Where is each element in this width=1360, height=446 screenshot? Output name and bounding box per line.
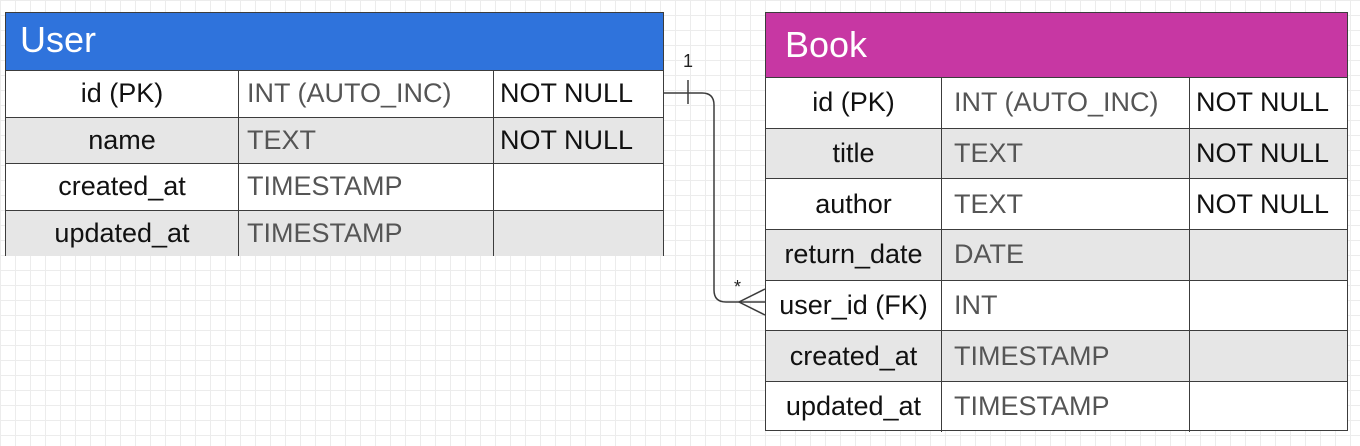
book-field-type: INT [941, 280, 1189, 331]
book-row-created-at[interactable]: created_at TIMESTAMP [766, 330, 1347, 382]
book-field-constraint [1189, 280, 1347, 331]
book-row-id[interactable]: id (PK) INT (AUTO_INC) NOT NULL [766, 77, 1347, 128]
book-field-constraint [1189, 382, 1347, 432]
user-field-type: INT (AUTO_INC) [238, 71, 493, 117]
user-entity-title: User [20, 18, 97, 60]
relationship-line[interactable] [664, 92, 765, 303]
book-field-type: TEXT [941, 179, 1189, 230]
book-field-constraint [1189, 230, 1347, 280]
book-field-type: TIMESTAMP [941, 331, 1189, 382]
book-entity-header: Book [766, 13, 1347, 77]
user-field-name: created_at [58, 171, 186, 202]
user-field-constraint [493, 164, 663, 210]
book-field-name: author [815, 188, 892, 219]
many-crowfoot-icon [737, 288, 766, 316]
user-row-created-at[interactable]: created_at TIMESTAMP [6, 163, 663, 210]
book-field-name: return_date [784, 239, 923, 270]
book-field-constraint: NOT NULL [1189, 78, 1347, 128]
book-row-author[interactable]: author TEXT NOT NULL [766, 178, 1347, 230]
user-field-constraint: NOT NULL [493, 71, 663, 117]
user-entity-header: User [6, 13, 663, 70]
book-entity-title: Book [785, 24, 868, 65]
book-row-updated-at[interactable]: updated_at TIMESTAMP [766, 381, 1347, 432]
book-field-type: DATE [941, 230, 1189, 280]
book-row-title[interactable]: title TEXT NOT NULL [766, 127, 1347, 179]
book-field-name: user_id (FK) [779, 290, 928, 321]
user-field-type: TIMESTAMP [238, 164, 493, 210]
book-field-name: created_at [789, 340, 918, 371]
user-field-name: updated_at [54, 217, 190, 248]
book-field-type: TEXT [941, 128, 1189, 179]
book-field-constraint [1189, 331, 1347, 382]
user-field-name: name [88, 124, 156, 155]
user-row-updated-at[interactable]: updated_at TIMESTAMP [6, 209, 663, 256]
book-field-type: INT (AUTO_INC) [941, 78, 1189, 128]
one-cardinality-label: 1 [683, 51, 693, 71]
book-field-type: TIMESTAMP [941, 382, 1189, 432]
book-field-name: updated_at [785, 391, 922, 422]
many-cardinality-label: * [734, 277, 741, 297]
user-row-name[interactable]: name TEXT NOT NULL [6, 116, 663, 163]
user-field-type: TEXT [238, 117, 493, 163]
user-field-type: TIMESTAMP [238, 210, 493, 256]
book-field-name: id (PK) [812, 87, 895, 118]
book-field-name: title [832, 138, 875, 169]
book-row-return-date[interactable]: return_date DATE [766, 229, 1347, 280]
book-entity-table[interactable]: Book id (PK) INT (AUTO_INC) NOT NULL tit… [765, 12, 1348, 432]
book-row-user-id[interactable]: user_id (FK) INT [766, 279, 1347, 331]
user-entity-table[interactable]: User id (PK) INT (AUTO_INC) NOT NULL nam… [5, 12, 664, 256]
user-field-constraint [493, 210, 663, 256]
book-field-constraint: NOT NULL [1189, 128, 1347, 179]
user-row-id[interactable]: id (PK) INT (AUTO_INC) NOT NULL [6, 70, 663, 117]
user-field-name: id (PK) [80, 78, 164, 109]
book-field-constraint: NOT NULL [1189, 179, 1347, 230]
user-field-constraint: NOT NULL [493, 117, 663, 163]
